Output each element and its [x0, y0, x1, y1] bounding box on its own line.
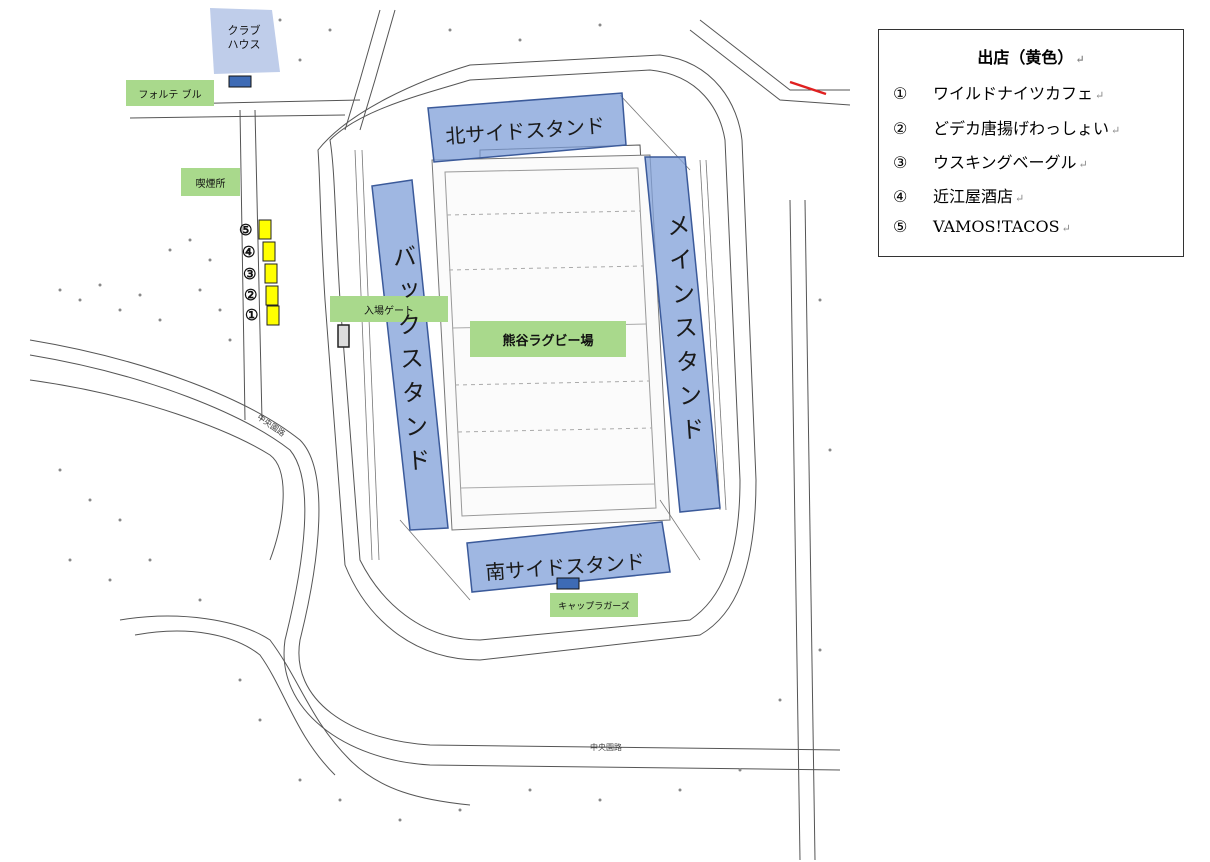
- legend-item-number: ②: [893, 119, 908, 138]
- stall-4: [262, 241, 276, 262]
- stall-markers: [258, 219, 280, 326]
- legend-item-number: ④: [893, 187, 908, 206]
- red-line: [789, 80, 827, 96]
- stand-shapes: [371, 92, 721, 593]
- entrance-gate-text: 入場ゲート: [364, 305, 414, 317]
- stadium-name-text: 熊谷ラグビー場: [502, 333, 594, 349]
- tree-dots: [58, 18, 832, 822]
- legend-title-text: 出店（黄色）: [977, 48, 1074, 67]
- back-stand: [371, 179, 449, 531]
- legend-item-number: ③: [893, 153, 908, 172]
- cap-rangers-label: キャップラガーズ: [550, 593, 638, 617]
- entrance-gate-marker: [337, 324, 350, 348]
- stall-1: [266, 305, 280, 326]
- legend-item-name: ウスキングベーグル: [933, 153, 1077, 172]
- stall-number-2: ②: [244, 286, 258, 304]
- stadium-map: クラブ ハウス フォルテ ブル 喫煙所 入場ゲート 熊谷ラグビー場 キャップラガ…: [29, 8, 851, 861]
- legend-item-number: ①: [893, 84, 908, 103]
- stall-3: [264, 263, 278, 284]
- stall-number-4: ④: [242, 243, 256, 261]
- club-house-patch: [210, 8, 280, 74]
- smoking-area-label: 喫煙所: [181, 168, 240, 196]
- club-house-marker: [228, 75, 252, 88]
- south-stand: [466, 521, 671, 593]
- road-label-2: 中央園路: [590, 743, 622, 752]
- legend-item-name: VAMOS!TACOS: [933, 217, 1060, 236]
- forte-table-text: フォルテ ブル: [138, 89, 202, 101]
- stall-5: [258, 219, 272, 240]
- club-house-text: クラブ ハウス: [227, 24, 261, 51]
- legend-item-name: 近江屋酒店: [933, 187, 1014, 206]
- stall-number-3: ③: [243, 265, 257, 283]
- entrance-gate-label: 入場ゲート: [330, 296, 448, 322]
- stadium-name-label: 熊谷ラグビー場: [470, 321, 626, 357]
- legend-item-name: ワイルドナイツカフェ: [933, 84, 1094, 103]
- stall-2: [265, 285, 279, 306]
- main-stand: [644, 156, 721, 513]
- stall-number-5: ⑤: [239, 221, 253, 239]
- legend-item-number: ⑤: [893, 217, 908, 236]
- north-stand: [427, 92, 627, 163]
- forte-table-label: フォルテ ブル: [126, 80, 214, 106]
- cap-rangers-text: キャップラガーズ: [558, 601, 630, 612]
- stall-number-1: ①: [245, 306, 259, 324]
- smoking-area-text: 喫煙所: [195, 178, 226, 190]
- cap-rangers-marker: [556, 577, 580, 590]
- club-house-label: クラブ ハウス: [212, 18, 276, 58]
- legend-title: 出店（黄色）↵: [977, 48, 1085, 67]
- legend-item-name: どデカ唐揚げわっしょい: [933, 119, 1110, 138]
